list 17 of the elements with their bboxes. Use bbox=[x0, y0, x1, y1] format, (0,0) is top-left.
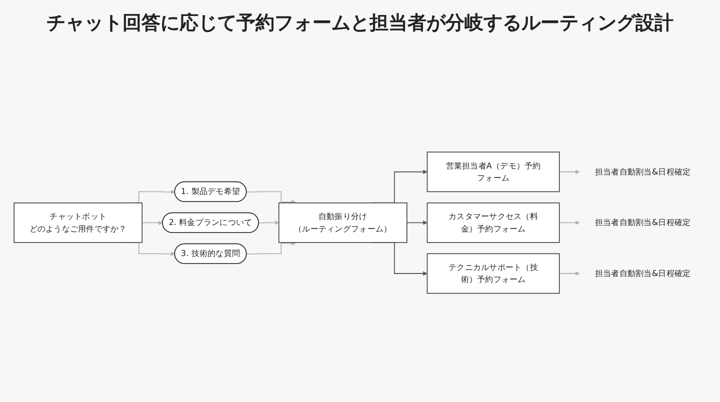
arrow bbox=[406, 220, 428, 225]
node-text: 担当者自動割当&日程確定 bbox=[594, 217, 691, 228]
diagram-title: チャット回答に応じて予約フォームと担当者が分岐するルーティング設計 bbox=[46, 11, 674, 36]
node-box: テクニカルサポート（技術）予約フォーム bbox=[426, 253, 560, 294]
node-text: 担当者自動割当&日程確定 bbox=[594, 268, 691, 278]
node-box: カスタマーサクセス（料金）予約フォーム bbox=[426, 202, 560, 243]
node-box: 自動振り分け （ルーティングフォーム） bbox=[278, 202, 408, 243]
node-box: チャットボット どのようなご用件ですか？ bbox=[14, 202, 142, 243]
arrow bbox=[258, 220, 280, 225]
node-text: 担当者自動割当&日程確定 bbox=[594, 166, 691, 176]
arrow bbox=[558, 169, 580, 174]
arrow bbox=[246, 240, 296, 254]
arrow bbox=[558, 220, 580, 225]
arrow bbox=[246, 191, 296, 204]
arrow bbox=[142, 220, 163, 225]
arrow bbox=[558, 271, 580, 276]
node-box: 営業担当者A（デモ）予約フォーム bbox=[426, 151, 560, 192]
